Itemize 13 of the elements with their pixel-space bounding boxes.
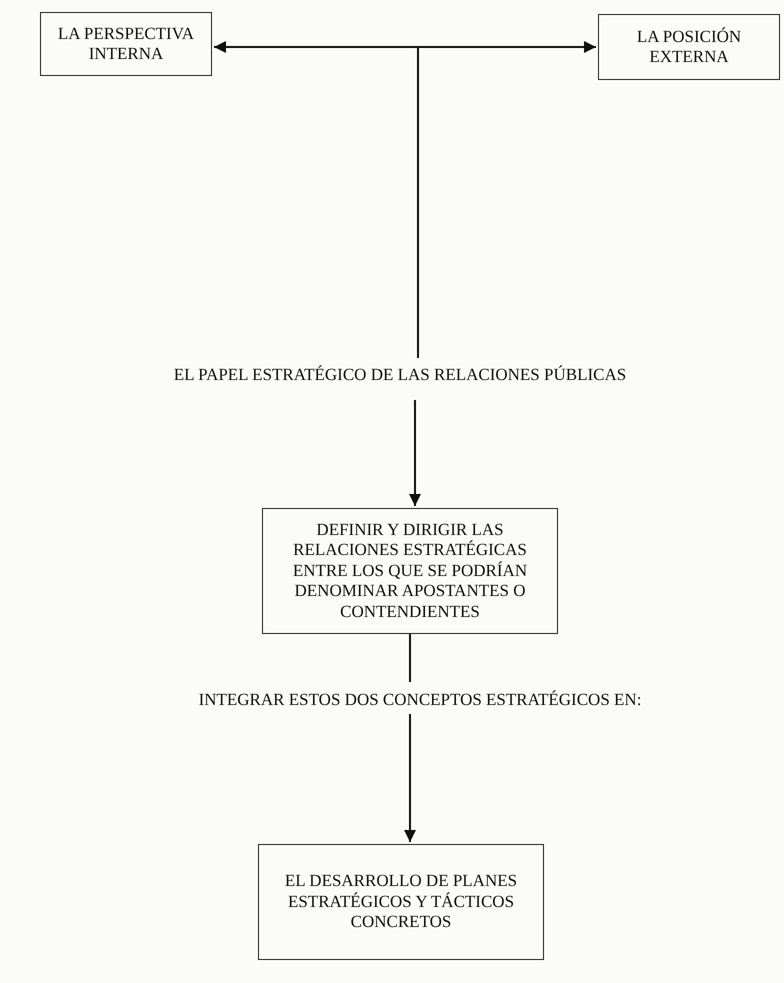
box-label: LA PERSPECTIVA INTERNA [56, 24, 196, 64]
role-heading: EL PAPEL ESTRATÉGICO DE LAS RELACIONES PÚBLICAS [174, 364, 626, 386]
integration-heading: INTEGRAR ESTOS DOS CONCEPTOS ESTRATÉGICOS EN: [198, 690, 642, 710]
box-label: LA POSICIÓN EXTERNA [636, 26, 742, 68]
box-label: EL DESARROLLO DE PLANES ESTRATÉGICOS Y TÁCTICOS CONCRETOS [284, 871, 518, 933]
position-box [598, 14, 780, 80]
process-box [262, 508, 558, 634]
process-box [258, 844, 544, 960]
arrow [417, 41, 596, 358]
arrow [409, 400, 421, 506]
box-label: DEFINIR Y DIRIGIR LAS RELACIONES ESTRATÉGICAS ENTRE LOS QUE SE PODRÍAN DENOMINAR APOSTANTES O CONTENDIENTES [292, 520, 528, 622]
arrow [404, 714, 416, 842]
perspective-box [40, 12, 212, 76]
